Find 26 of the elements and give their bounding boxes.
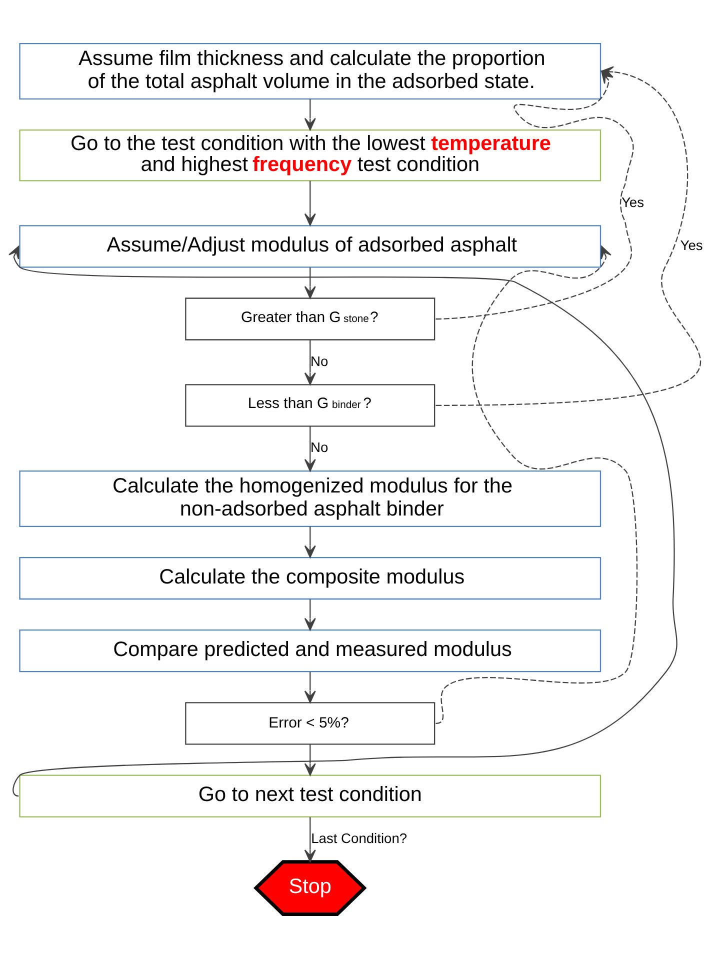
arrow <box>304 526 316 558</box>
arrow <box>304 267 316 298</box>
edge-label: No <box>310 352 328 368</box>
node-box: Calculate the composite modulus <box>19 556 602 600</box>
edge-label: Yes <box>621 193 644 210</box>
node-box: Go to the test condition with the lowest temperature and highest frequency test condition <box>19 128 602 181</box>
arrow <box>304 98 316 130</box>
arrow <box>304 340 316 385</box>
arrow <box>436 66 701 406</box>
node-box: Go to next test condition <box>19 774 602 817</box>
arrow <box>304 180 316 226</box>
node-box: Calculate the homogenized modulus for the non-adsorbed asphalt binder <box>19 470 602 526</box>
arrow <box>304 671 316 703</box>
arrow <box>304 816 316 862</box>
arrow <box>8 245 678 796</box>
arrow <box>304 598 316 630</box>
node-box: Compare predicted and measured modulus <box>19 629 602 672</box>
edge-label: Last Condition? <box>311 829 408 846</box>
arrow <box>304 426 316 472</box>
node-box: Assume film thickness and calculate the proportion of the total asphalt volume in the adsorbed state. <box>19 42 602 99</box>
arrow <box>435 245 638 724</box>
node-box: Error < 5%? <box>185 702 436 744</box>
node-box: Assume/Adjust modulus of adsorbed asphalt <box>19 224 602 268</box>
edge-label: No <box>310 438 328 455</box>
arrow <box>304 744 316 776</box>
edge-label: Yes <box>680 236 703 252</box>
